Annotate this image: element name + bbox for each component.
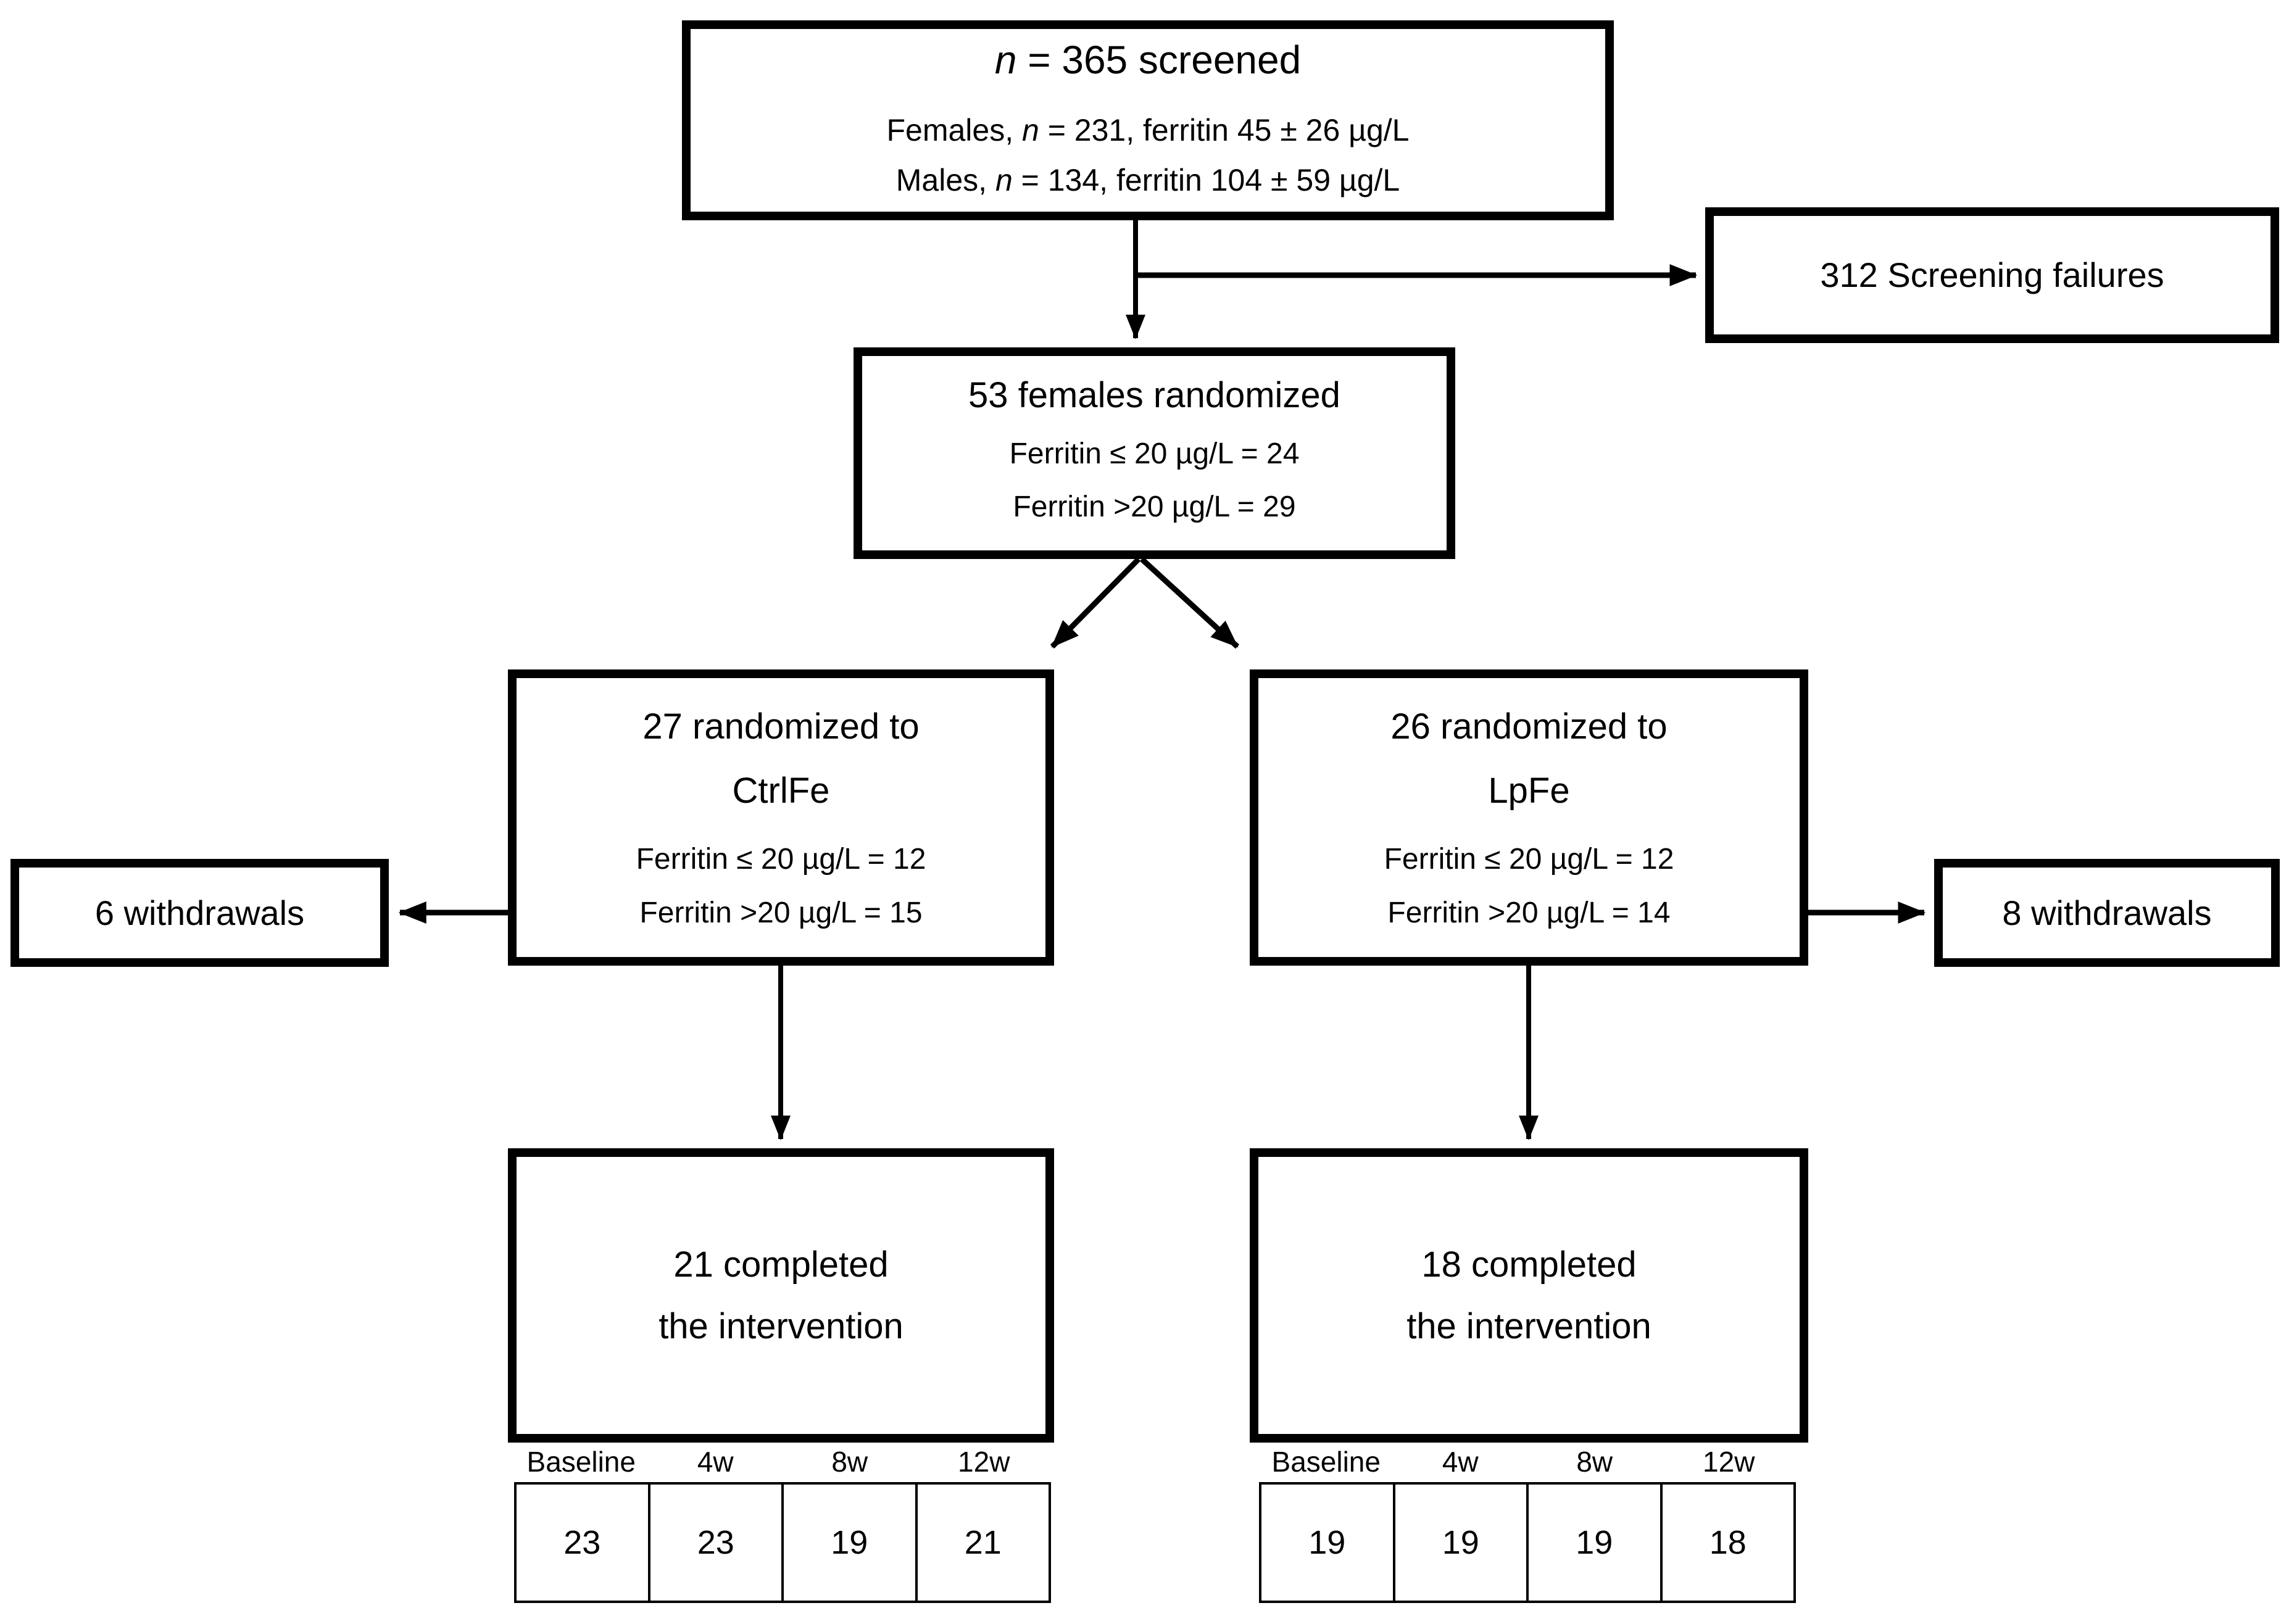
left-header-4w: 4w: [697, 1446, 734, 1478]
left-cell-12w: 21: [915, 1485, 1049, 1601]
right-header-baseline: Baseline: [1271, 1446, 1381, 1478]
right-cell-12w: 18: [1660, 1485, 1794, 1601]
lpfe-ferritin-lines: Ferritin ≤ 20 µg/L = 12 Ferritin >20 µg/…: [1384, 832, 1674, 941]
left-cell-4w: 23: [647, 1485, 782, 1601]
screened-box: n = 365 screened Females, n = 231, ferri…: [682, 20, 1614, 220]
females-prefix: Females,: [886, 113, 1023, 147]
screened-title-italic-n: n: [994, 38, 1017, 82]
connector-split-left-arrow: [1050, 557, 1141, 649]
right-table-header-row: Baseline 4w 8w 12w: [1259, 1446, 1796, 1478]
screened-females-line: Females, n = 231, ferritin 45 ± 26 µg/L: [887, 106, 1410, 155]
left-header-12w: 12w: [958, 1446, 1010, 1478]
lpfe-title: 26 randomized to LpFe: [1390, 695, 1667, 824]
completed-right-line2: the intervention: [1406, 1306, 1651, 1346]
lpfe-title-line1: 26 randomized to: [1390, 706, 1668, 747]
lpfe-ferritin-high: Ferritin >20 µg/L = 14: [1387, 897, 1671, 930]
males-text: = 134, ferritin 104 ± 59 µg/L: [1012, 163, 1400, 197]
completed-left-line1: 21 completed: [673, 1244, 889, 1285]
lpfe-ferritin-low: Ferritin ≤ 20 µg/L = 12: [1384, 842, 1674, 876]
ctrlfe-ferritin-lines: Ferritin ≤ 20 µg/L = 12 Ferritin >20 µg/…: [636, 832, 926, 941]
left-cell-baseline: 23: [563, 1524, 601, 1561]
screened-title-text: = 365 screened: [1016, 38, 1302, 82]
ctrlfe-ferritin-high: Ferritin >20 µg/L = 15: [639, 897, 923, 930]
right-cell-8w: 19: [1526, 1485, 1660, 1601]
left-header-8w: 8w: [831, 1446, 868, 1478]
females-italic-n: n: [1022, 113, 1039, 147]
right-timepoint-table: 19 19 19 18: [1259, 1482, 1796, 1603]
withdrawals-left-label: 6 withdrawals: [94, 893, 305, 932]
screened-males-line: Males, n = 134, ferritin 104 ± 59 µg/L: [896, 155, 1400, 205]
withdrawals-right-box: 8 withdrawals: [1934, 859, 2280, 967]
screening-failures-box: 312 Screening failures: [1705, 207, 2279, 343]
right-header-12w: 12w: [1703, 1446, 1755, 1478]
ctrlfe-box: 27 randomized to CtrlFe Ferritin ≤ 20 µg…: [508, 669, 1054, 966]
lpfe-box: 26 randomized to LpFe Ferritin ≤ 20 µg/L…: [1250, 669, 1808, 966]
randomized-title: 53 females randomized: [968, 375, 1340, 415]
completed-left-label: 21 completed the intervention: [658, 1234, 904, 1357]
connector-split-right-arrow: [1139, 557, 1240, 649]
withdrawals-left-box: 6 withdrawals: [10, 859, 389, 967]
withdrawals-right-label: 8 withdrawals: [2002, 893, 2212, 932]
left-timepoint-table: 23 23 19 21: [514, 1482, 1051, 1603]
left-cell-8w: 19: [781, 1485, 915, 1601]
screened-title: n = 365 screened: [995, 35, 1301, 85]
ctrlfe-title-line1: 27 randomized to: [642, 706, 920, 747]
completed-right-line1: 18 completed: [1421, 1244, 1637, 1285]
randomized-box: 53 females randomized Ferritin ≤ 20 µg/L…: [854, 347, 1455, 559]
left-table-header-row: Baseline 4w 8w 12w: [514, 1446, 1051, 1478]
completed-left-line2: the intervention: [658, 1306, 904, 1346]
completed-left-box: 21 completed the intervention: [508, 1148, 1054, 1443]
right-cell-4w: 19: [1392, 1485, 1527, 1601]
left-header-baseline: Baseline: [526, 1446, 636, 1478]
males-prefix: Males,: [895, 163, 995, 197]
females-text: = 231, ferritin 45 ± 26 µg/L: [1039, 113, 1410, 147]
right-header-8w: 8w: [1576, 1446, 1613, 1478]
screening-failures-label: 312 Screening failures: [1820, 255, 2164, 294]
right-header-4w: 4w: [1442, 1446, 1479, 1478]
ctrlfe-title-line2: CtrlFe: [732, 771, 830, 811]
right-cell-baseline: 19: [1308, 1524, 1346, 1561]
ctrlfe-title: 27 randomized to CtrlFe: [642, 695, 919, 824]
randomized-ferritin-low: Ferritin ≤ 20 µg/L = 24: [1009, 437, 1300, 471]
males-italic-n: n: [995, 163, 1013, 197]
ctrlfe-ferritin-low: Ferritin ≤ 20 µg/L = 12: [636, 842, 926, 876]
completed-right-box: 18 completed the intervention: [1250, 1148, 1808, 1443]
lpfe-title-line2: LpFe: [1488, 771, 1570, 811]
randomized-ferritin-high: Ferritin >20 µg/L = 29: [1013, 490, 1296, 523]
completed-right-label: 18 completed the intervention: [1406, 1234, 1651, 1357]
